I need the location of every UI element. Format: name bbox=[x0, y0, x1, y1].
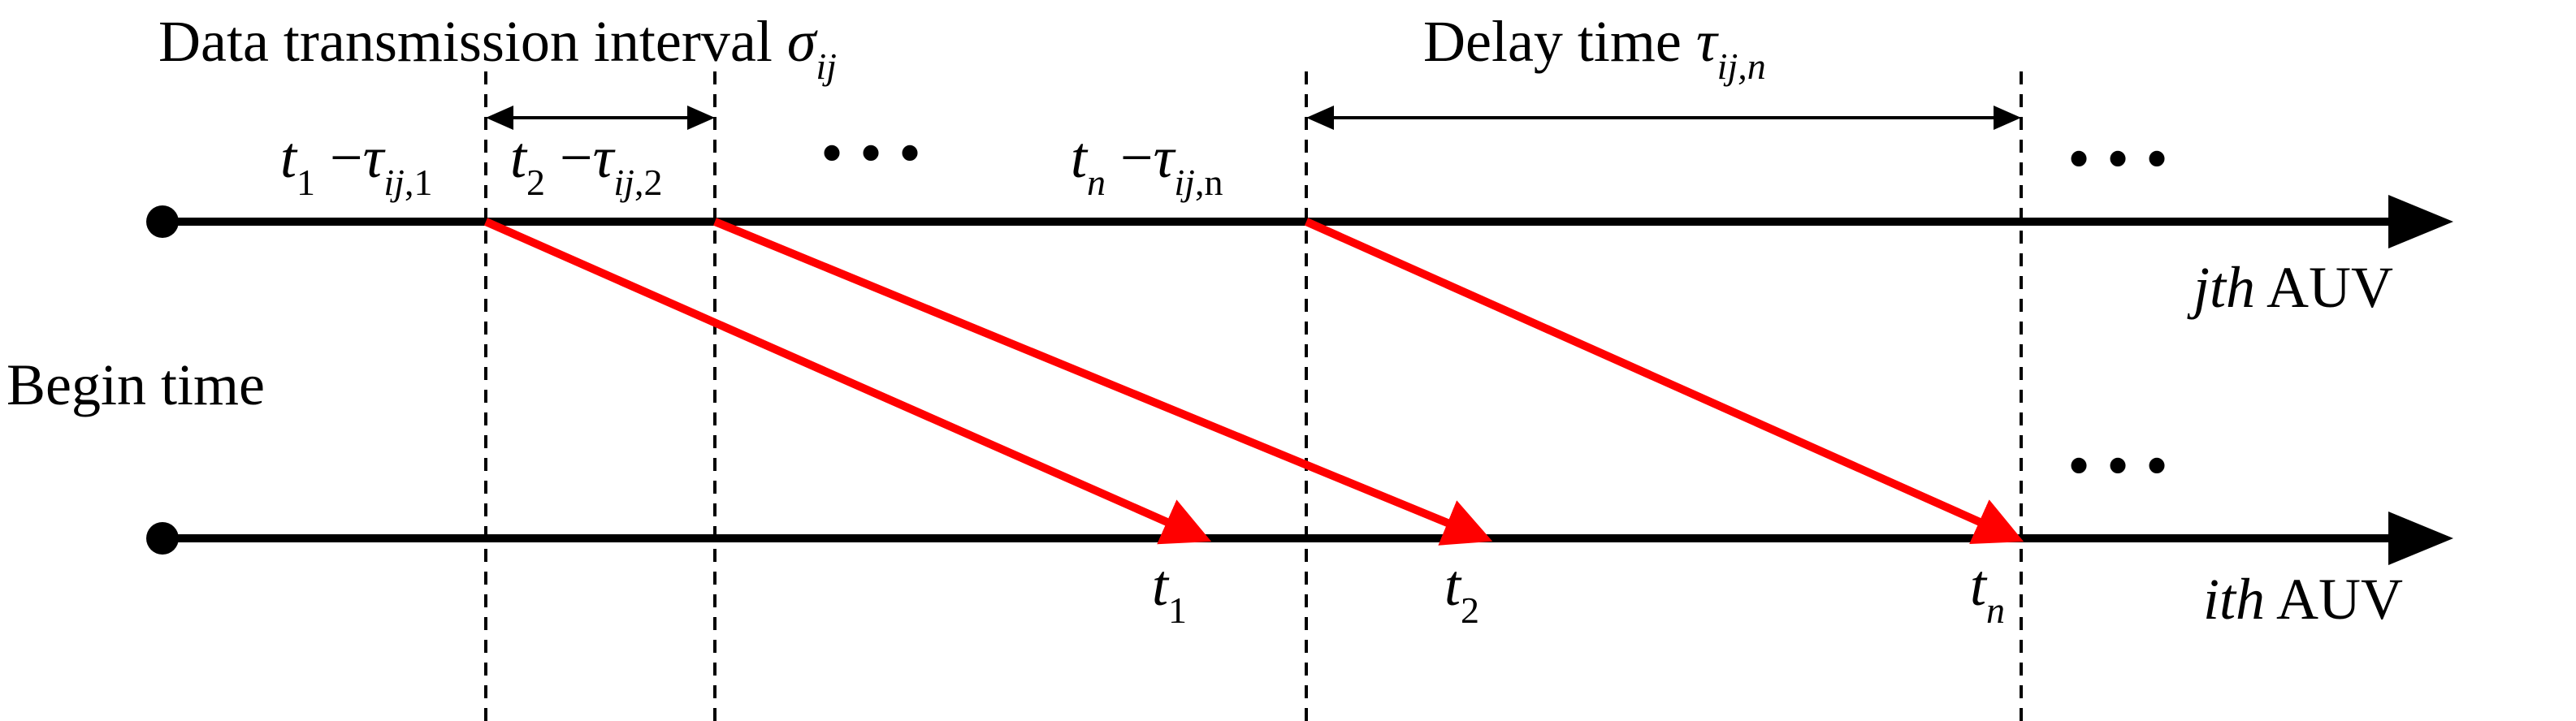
transmission-arrow-1 bbox=[483, 218, 1212, 545]
send-label-1: t1 −τij,1 bbox=[280, 125, 432, 203]
interval-label: Data transmission interval σij bbox=[158, 9, 837, 87]
ellipsis-top-right: • • • bbox=[2067, 123, 2168, 195]
send-label-2: t2 −τij,2 bbox=[510, 125, 662, 203]
timeline-ith-auv bbox=[146, 512, 2453, 565]
transmission-arrow-n bbox=[1304, 218, 2024, 545]
begin-time-label: Begin time bbox=[6, 352, 265, 417]
ellipsis-bottom-right: • • • bbox=[2067, 430, 2168, 502]
receive-label-n: tn bbox=[1970, 553, 2005, 631]
receive-label-2: t2 bbox=[1444, 553, 1479, 631]
transmission-arrow-2 bbox=[713, 218, 1493, 546]
delay-label: Delay time τij,n bbox=[1423, 9, 1766, 87]
timeline-label-jth: jth AUV bbox=[2187, 255, 2393, 320]
arrowhead-upper-icon bbox=[2388, 195, 2453, 248]
send-label-n: tn −τij,n bbox=[1071, 125, 1223, 203]
interval-span-arrow bbox=[486, 106, 715, 130]
arrowhead-lower-icon bbox=[2388, 512, 2453, 565]
timeline-jth-auv bbox=[146, 195, 2453, 248]
ellipsis-top-middle: • • • bbox=[820, 118, 921, 189]
receive-label-1: t1 bbox=[1152, 553, 1187, 631]
delay-span-arrow bbox=[1306, 106, 2021, 130]
timeline-label-ith: ith AUV bbox=[2203, 567, 2403, 632]
